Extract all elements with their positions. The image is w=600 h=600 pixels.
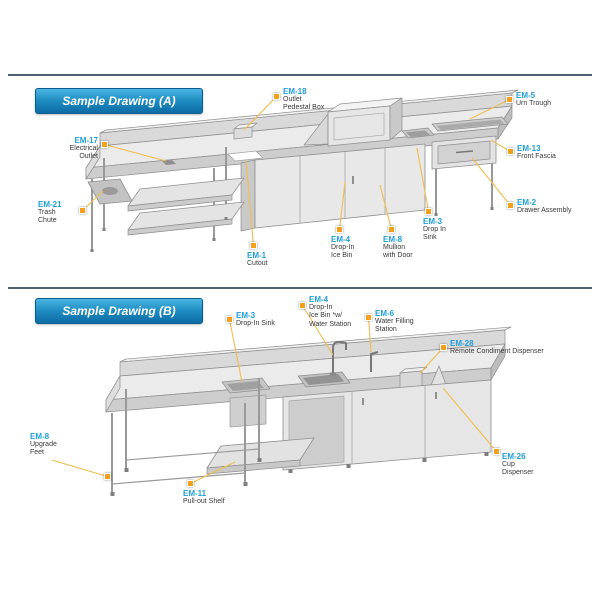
callout-code: EM-17 xyxy=(74,136,98,145)
callout-code: EM-11 xyxy=(183,489,207,498)
cutout xyxy=(227,150,264,162)
callout-desc: Trash Chute xyxy=(38,209,57,225)
callout-label-b-em8: EM-8 Upgrade Feet xyxy=(30,432,57,458)
callout-code: EM-8 xyxy=(383,235,403,244)
callout-label-a-em3: EM-3 Drop In Sink xyxy=(423,217,446,243)
callout-desc: Mullion with Door xyxy=(383,244,413,260)
water-filling-station xyxy=(370,351,379,372)
upgrade-feet xyxy=(110,452,489,496)
mullion-side xyxy=(389,97,403,141)
callout-desc: Electrical Outlet xyxy=(69,145,98,161)
callout-label-b-em26: EM-26 Cup Dispenser xyxy=(502,452,534,478)
legs-b xyxy=(111,379,260,492)
callout-code: EM-4 xyxy=(309,295,329,304)
drawing-b-illustration xyxy=(105,326,512,496)
pedestal-box xyxy=(233,126,253,140)
callout-desc: Drop-In Sink xyxy=(236,320,275,328)
trash-chute-hole xyxy=(102,187,118,195)
callout-marker-a-em1 xyxy=(250,242,257,249)
callout-code: EM-3 xyxy=(236,311,256,320)
callout-desc: Drop-In Ice Bin xyxy=(331,244,355,260)
callout-marker-a-em8 xyxy=(388,226,395,233)
callout-desc: Cup Dispenser xyxy=(502,461,534,477)
callout-marker-b-em28 xyxy=(440,344,447,351)
callout-label-a-em21: EM-21 Trash Chute xyxy=(38,200,62,226)
callout-code: EM-6 xyxy=(375,309,395,318)
callout-marker-a-em2 xyxy=(507,202,514,209)
ice-bin-recess xyxy=(303,374,344,385)
door-handle-b2 xyxy=(435,392,437,399)
banner-a-title: Sample Drawing (A) xyxy=(62,94,176,108)
callout-desc: Urn Trough xyxy=(516,100,552,108)
callout-label-a-em2: EM-2 Drawer Assembly xyxy=(517,198,571,215)
drawing-a-illustration xyxy=(85,89,519,252)
callout-code: EM-26 xyxy=(502,452,526,461)
callout-marker-b-em8 xyxy=(104,473,111,480)
callout-marker-a-em13 xyxy=(507,148,514,155)
callout-label-b-em3: EM-3 Drop-In Sink xyxy=(236,311,275,328)
callout-label-a-em13: EM-13 Front Fascia xyxy=(517,144,556,161)
callout-marker-b-em4 xyxy=(299,302,306,309)
callout-code: EM-2 xyxy=(517,198,537,207)
door-handle xyxy=(352,176,354,184)
callout-marker-a-em4 xyxy=(336,226,343,233)
callout-desc: Drop In Sink xyxy=(423,226,446,242)
drop-in-sink-a-basin xyxy=(406,130,430,137)
callout-marker-b-em11 xyxy=(187,480,194,487)
callout-code: EM-18 xyxy=(283,87,307,96)
callout-desc: Upgrade Feet xyxy=(30,441,57,457)
cabinet-side xyxy=(240,159,256,232)
callout-code: EM-28 xyxy=(450,339,474,348)
callout-label-b-em6: EM-6 Water Filling Station xyxy=(375,309,414,335)
callout-marker-a-em17 xyxy=(101,141,108,148)
door-handle-b1 xyxy=(362,398,364,405)
callout-label-b-em11: EM-11 Pull-out Shelf xyxy=(183,489,225,506)
callout-code: EM-8 xyxy=(30,432,50,441)
callout-code: EM-4 xyxy=(331,235,351,244)
mullion-door xyxy=(333,112,385,141)
left-end-cap xyxy=(85,145,101,180)
urn-trough-recess xyxy=(437,119,504,130)
callout-label-a-em8: EM-8 Mullion with Door xyxy=(383,235,413,261)
banner-b-title: Sample Drawing (B) xyxy=(62,304,176,318)
callout-label-b-em28: EM-28 Remote Condiment Dispenser xyxy=(450,339,544,356)
callout-marker-b-em6 xyxy=(365,314,372,321)
callout-marker-a-em5 xyxy=(506,96,513,103)
callout-code: EM-3 xyxy=(423,217,443,226)
callout-marker-b-em3 xyxy=(226,316,233,323)
section-divider-middle xyxy=(8,287,592,289)
callout-desc: Water Filling Station xyxy=(375,318,414,334)
callout-marker-a-em18 xyxy=(273,93,280,100)
callout-label-a-em17: EM-17 Electrical Outlet xyxy=(52,136,98,162)
callout-code: EM-13 xyxy=(517,144,541,153)
callout-desc: Outlet Pedestal Box xyxy=(283,96,325,112)
callout-desc: Remote Condiment Dispenser xyxy=(450,348,544,356)
callout-marker-b-em26 xyxy=(493,448,500,455)
callout-desc: Front Fascia xyxy=(517,153,556,161)
drop-in-sink-b-basin xyxy=(227,381,264,391)
callout-code: EM-21 xyxy=(38,200,62,209)
callout-code: EM-5 xyxy=(516,91,536,100)
feet-a xyxy=(90,207,494,252)
callout-code: EM-1 xyxy=(247,251,267,260)
callout-label-a-em5: EM-5 Urn Trough xyxy=(516,91,551,108)
drawer-handle xyxy=(455,150,474,154)
callout-marker-a-em21 xyxy=(79,207,86,214)
leader-lines xyxy=(51,96,511,484)
callout-desc: Drop-In Ice Bin *w/ Water Station xyxy=(309,304,352,328)
callout-desc: Cutout xyxy=(247,260,268,268)
faucet xyxy=(332,340,347,374)
callout-label-a-em4: EM-4 Drop-In Ice Bin xyxy=(331,235,354,261)
section-divider-top xyxy=(8,74,592,76)
callout-desc: Pull-out Shelf xyxy=(183,498,225,506)
callout-marker-a-em3 xyxy=(425,208,432,215)
banner-sample-drawing-b: Sample Drawing (B) xyxy=(35,298,203,324)
sink-body-under-counter xyxy=(229,394,267,428)
banner-sample-drawing-a: Sample Drawing (A) xyxy=(35,88,203,114)
callout-desc: Drawer Assembly xyxy=(517,207,572,215)
callout-label-b-em4: EM-4 Drop-In Ice Bin *w/ Water Station xyxy=(309,295,351,329)
callout-label-a-em18: EM-18 Outlet Pedestal Box xyxy=(283,87,324,113)
callout-label-a-em1: EM-1 Cutout xyxy=(247,251,268,268)
